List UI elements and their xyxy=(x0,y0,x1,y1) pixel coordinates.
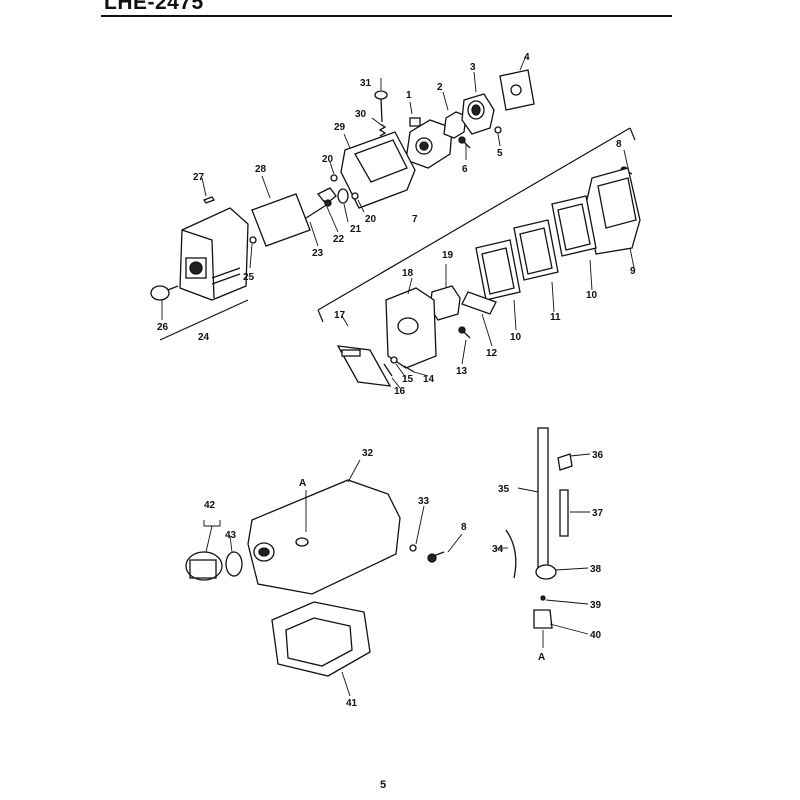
callout-20-upper: 20 xyxy=(322,154,334,165)
part-29-filter-case xyxy=(340,131,416,209)
part-20-washer-upper xyxy=(330,174,338,182)
callout-20-lower: 20 xyxy=(365,214,377,225)
part-42-fuel-cap xyxy=(185,551,223,581)
callout-35: 35 xyxy=(498,484,510,495)
callout-13: 13 xyxy=(456,366,468,377)
callout-37: 37 xyxy=(592,508,604,519)
callout-16: 16 xyxy=(394,386,406,397)
callout-41: 41 xyxy=(346,698,358,709)
callout-32: 32 xyxy=(362,448,374,459)
callout-5: 5 xyxy=(497,148,503,159)
part-43-cap-gasket xyxy=(225,551,243,577)
callout-8-top: 8 xyxy=(616,139,622,150)
callout-15: 15 xyxy=(402,374,414,385)
part-17-heat-shield xyxy=(336,345,392,387)
callout-21: 21 xyxy=(350,224,362,235)
callout-29: 29 xyxy=(334,122,346,133)
part-25-collar xyxy=(249,236,257,244)
part-6-screw xyxy=(458,136,471,149)
part-35-fuel-line xyxy=(537,427,549,569)
callout-6: 6 xyxy=(462,164,468,175)
callout-30: 30 xyxy=(355,109,367,120)
callout-26: 26 xyxy=(157,322,169,333)
callout-12: 12 xyxy=(486,348,498,359)
callout-38: 38 xyxy=(590,564,602,575)
part-26-knob xyxy=(150,285,179,301)
callout-19: 19 xyxy=(442,250,454,261)
part-5-washer xyxy=(494,126,502,134)
callout-31: 31 xyxy=(360,78,372,89)
callout-1: 1 xyxy=(406,90,412,101)
callout-39: 39 xyxy=(590,600,602,611)
part-11-plate xyxy=(513,219,559,281)
part-18-muffler-cover xyxy=(385,287,437,369)
callout-14: 14 xyxy=(423,374,435,385)
callout-33: 33 xyxy=(418,496,430,507)
bracket-24 xyxy=(159,299,249,341)
part-13-bolt xyxy=(458,326,471,339)
page-number: 5 xyxy=(380,779,387,791)
callout-24: 24 xyxy=(198,332,210,343)
part-38-filter-fitting xyxy=(535,564,557,580)
part-12-guide xyxy=(461,291,497,315)
header-rule xyxy=(101,15,672,17)
callout-43: 43 xyxy=(225,530,237,541)
callout-17: 17 xyxy=(334,310,346,321)
callout-2: 2 xyxy=(437,82,443,93)
callout-22: 22 xyxy=(333,234,345,245)
part-39-clamp xyxy=(540,595,546,601)
part-31-choke-knob xyxy=(374,90,388,123)
part-23-bolt xyxy=(305,199,332,219)
part-30-spring xyxy=(378,123,387,137)
part-33-washer xyxy=(409,544,417,552)
callout-36: 36 xyxy=(592,450,604,461)
group-bracket-end xyxy=(629,127,636,141)
part-22-lever xyxy=(316,187,337,205)
part-2-gasket xyxy=(443,111,467,139)
part-4-gasket xyxy=(499,69,535,111)
part-28-air-filter xyxy=(251,193,311,247)
leader-lines xyxy=(161,55,635,697)
part-16-screw xyxy=(383,363,393,377)
callout-A-tank: A xyxy=(299,478,306,489)
part-27-clip xyxy=(203,196,215,204)
group-bracket-top xyxy=(317,127,631,311)
callout-34: 34 xyxy=(492,544,504,555)
part-36-grommet xyxy=(557,453,573,471)
callout-25: 25 xyxy=(243,272,255,283)
callout-18: 18 xyxy=(402,268,414,279)
callout-A-filter: A xyxy=(538,652,545,663)
callout-9: 9 xyxy=(630,266,636,277)
part-15-washer xyxy=(390,356,398,364)
part-40-fuel-filter xyxy=(533,609,553,629)
callout-28: 28 xyxy=(255,164,267,175)
part-3-insulator xyxy=(461,93,495,135)
callout-4: 4 xyxy=(524,52,530,63)
part-14-bolt xyxy=(403,365,415,373)
callout-23: 23 xyxy=(312,248,324,259)
part-32-fuel-tank xyxy=(247,479,401,595)
callout-10-right: 10 xyxy=(586,290,598,301)
callout-3: 3 xyxy=(470,62,476,73)
part-8-screw-tank xyxy=(427,551,445,563)
callout-8-tank: 8 xyxy=(461,522,467,533)
callout-7: 7 xyxy=(412,214,418,225)
part-34-hose xyxy=(505,529,517,579)
group-bracket-start xyxy=(317,309,324,323)
callout-40: 40 xyxy=(590,630,602,641)
part-21-gasket-ring xyxy=(337,188,349,204)
callout-27: 27 xyxy=(193,172,205,183)
part-10-gasket-left xyxy=(475,239,521,301)
part-37-return-hose xyxy=(559,489,569,537)
part-41-tank-cushion xyxy=(271,601,371,677)
part-20-washer-lower xyxy=(351,192,359,200)
callout-42: 42 xyxy=(204,500,216,511)
part-24-air-cleaner-cover xyxy=(179,207,249,301)
part-10-gasket-right xyxy=(551,195,597,257)
callout-11: 11 xyxy=(550,312,561,323)
model-title: LHE-2475 xyxy=(104,0,204,14)
callout-10-left: 10 xyxy=(510,332,522,343)
